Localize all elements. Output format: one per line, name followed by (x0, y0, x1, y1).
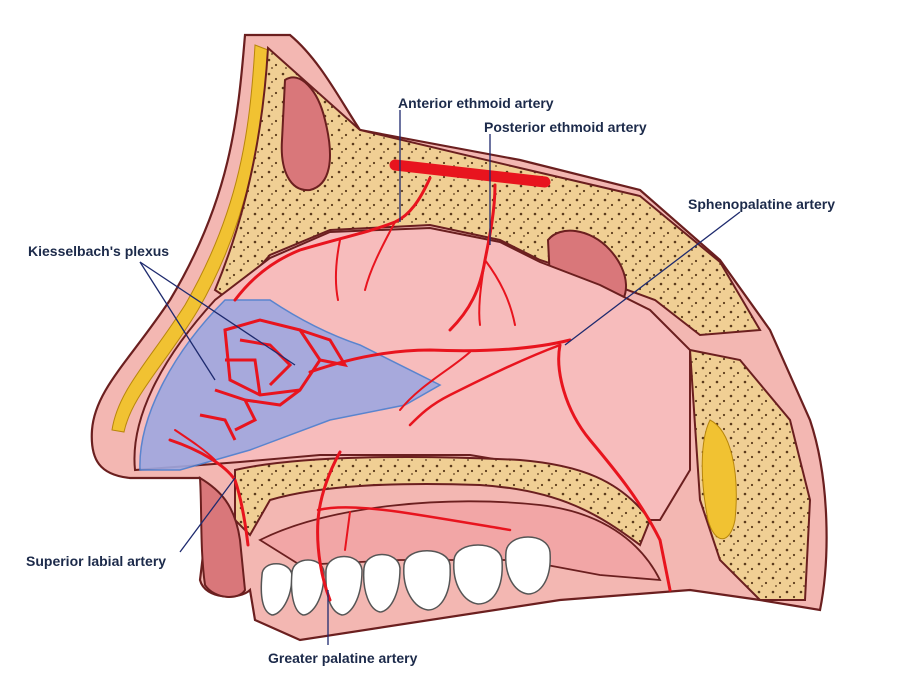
pharyngeal-fat (701, 419, 737, 540)
arteries (168, 159, 672, 602)
label-greater-palatine-artery: Greater palatine artery (268, 650, 418, 666)
leader-superior-labial (179, 477, 236, 553)
leader-lines (139, 110, 741, 645)
anterior-ethmoid-branch (233, 176, 432, 302)
nasal-bone (213, 45, 762, 337)
kiesselbach-area (139, 299, 442, 471)
label-posterior-ethmoid-artery: Posterior ethmoid artery (484, 119, 647, 135)
oral-mucosa (258, 500, 662, 582)
label-anterior-ethmoid-artery: Anterior ethmoid artery (398, 95, 554, 111)
label-superior-labial-artery: Superior labial artery (26, 553, 167, 569)
greater-palatine-branch (316, 450, 342, 602)
leader-kiesselbach-2 (139, 261, 296, 366)
ethmoid-trunk (389, 159, 551, 188)
teeth (260, 536, 551, 616)
frontal-sinus (280, 76, 331, 192)
leader-sphenopalatine (564, 211, 741, 346)
label-sphenopalatine-artery: Sphenopalatine artery (688, 196, 836, 212)
leader-kiesselbach-1 (139, 261, 216, 381)
superior-labial-branch (168, 438, 250, 547)
hard-palate (234, 456, 652, 547)
sphenopalatine-branch (308, 338, 572, 374)
label-kiesselbachs-plexus: Kiesselbach's plexus (28, 243, 170, 259)
